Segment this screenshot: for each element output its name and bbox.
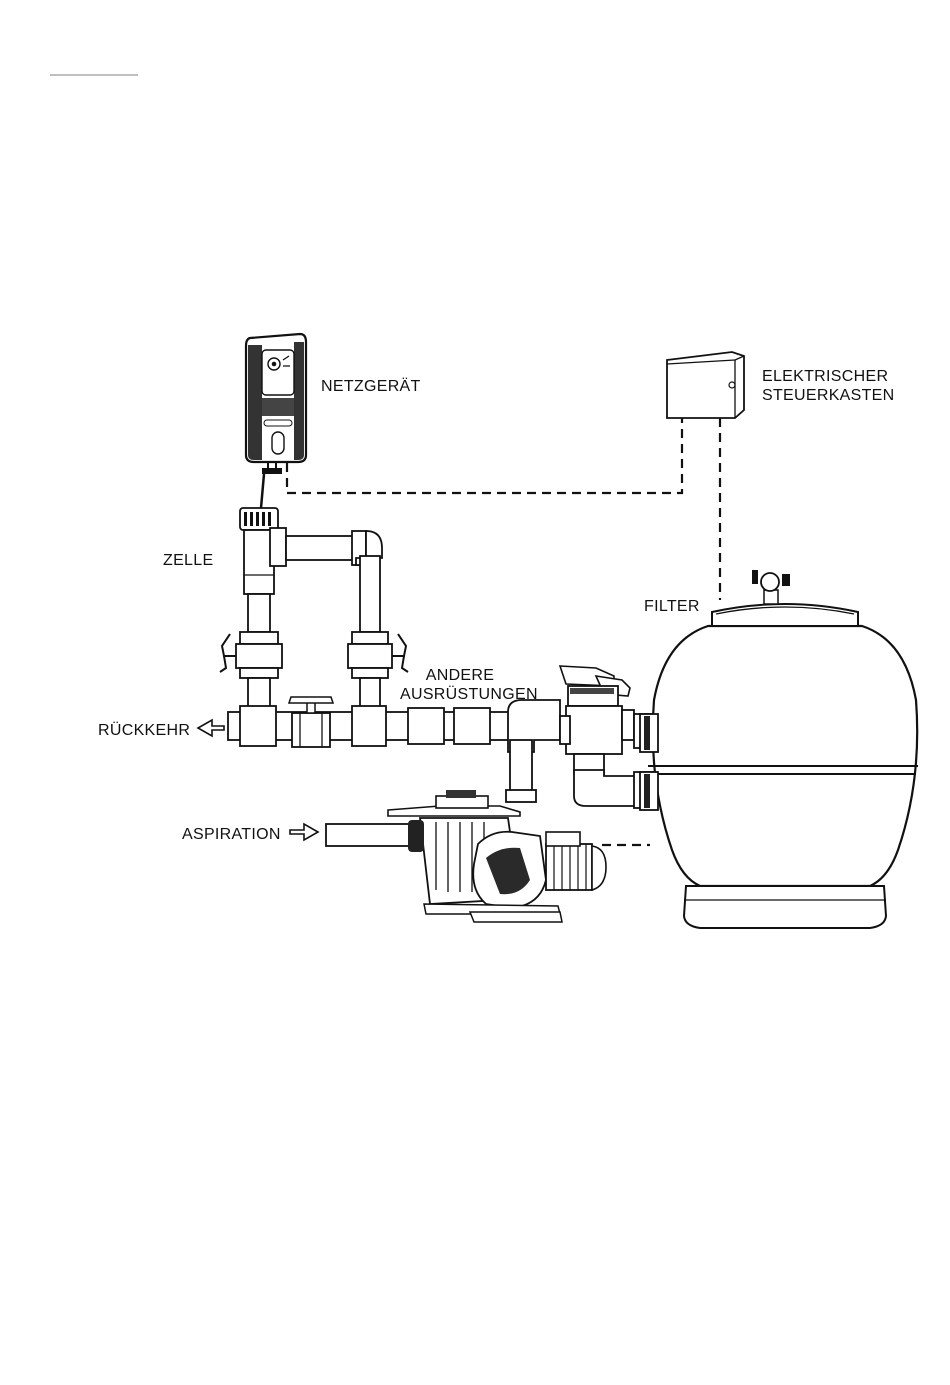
cell-label: ZELLE: [163, 551, 213, 570]
suction-label: ASPIRATION: [182, 825, 281, 844]
pump: [326, 790, 606, 922]
control-box-label-line1: ELEKTRISCHER: [762, 367, 888, 386]
other-equipment-label-line1: ANDERE: [420, 666, 500, 685]
sand-filter: [640, 570, 918, 928]
electrolysis-cell: [240, 508, 286, 594]
power-supply-unit: [246, 334, 306, 474]
other-equipment-label-line2: AUSRÜSTUNGEN: [400, 685, 524, 704]
return-arrow: [198, 720, 224, 736]
control-box-label-line2: STEUERKASTEN: [762, 386, 895, 405]
return-label: RÜCKKEHR: [98, 721, 190, 740]
filter-label: FILTER: [644, 597, 700, 616]
electrical-control-box: [667, 352, 744, 418]
suction-arrow: [290, 824, 318, 840]
return-pipe: [228, 697, 560, 802]
cell-cable: [261, 474, 264, 508]
power-supply-label: NETZGERÄT: [321, 377, 421, 396]
